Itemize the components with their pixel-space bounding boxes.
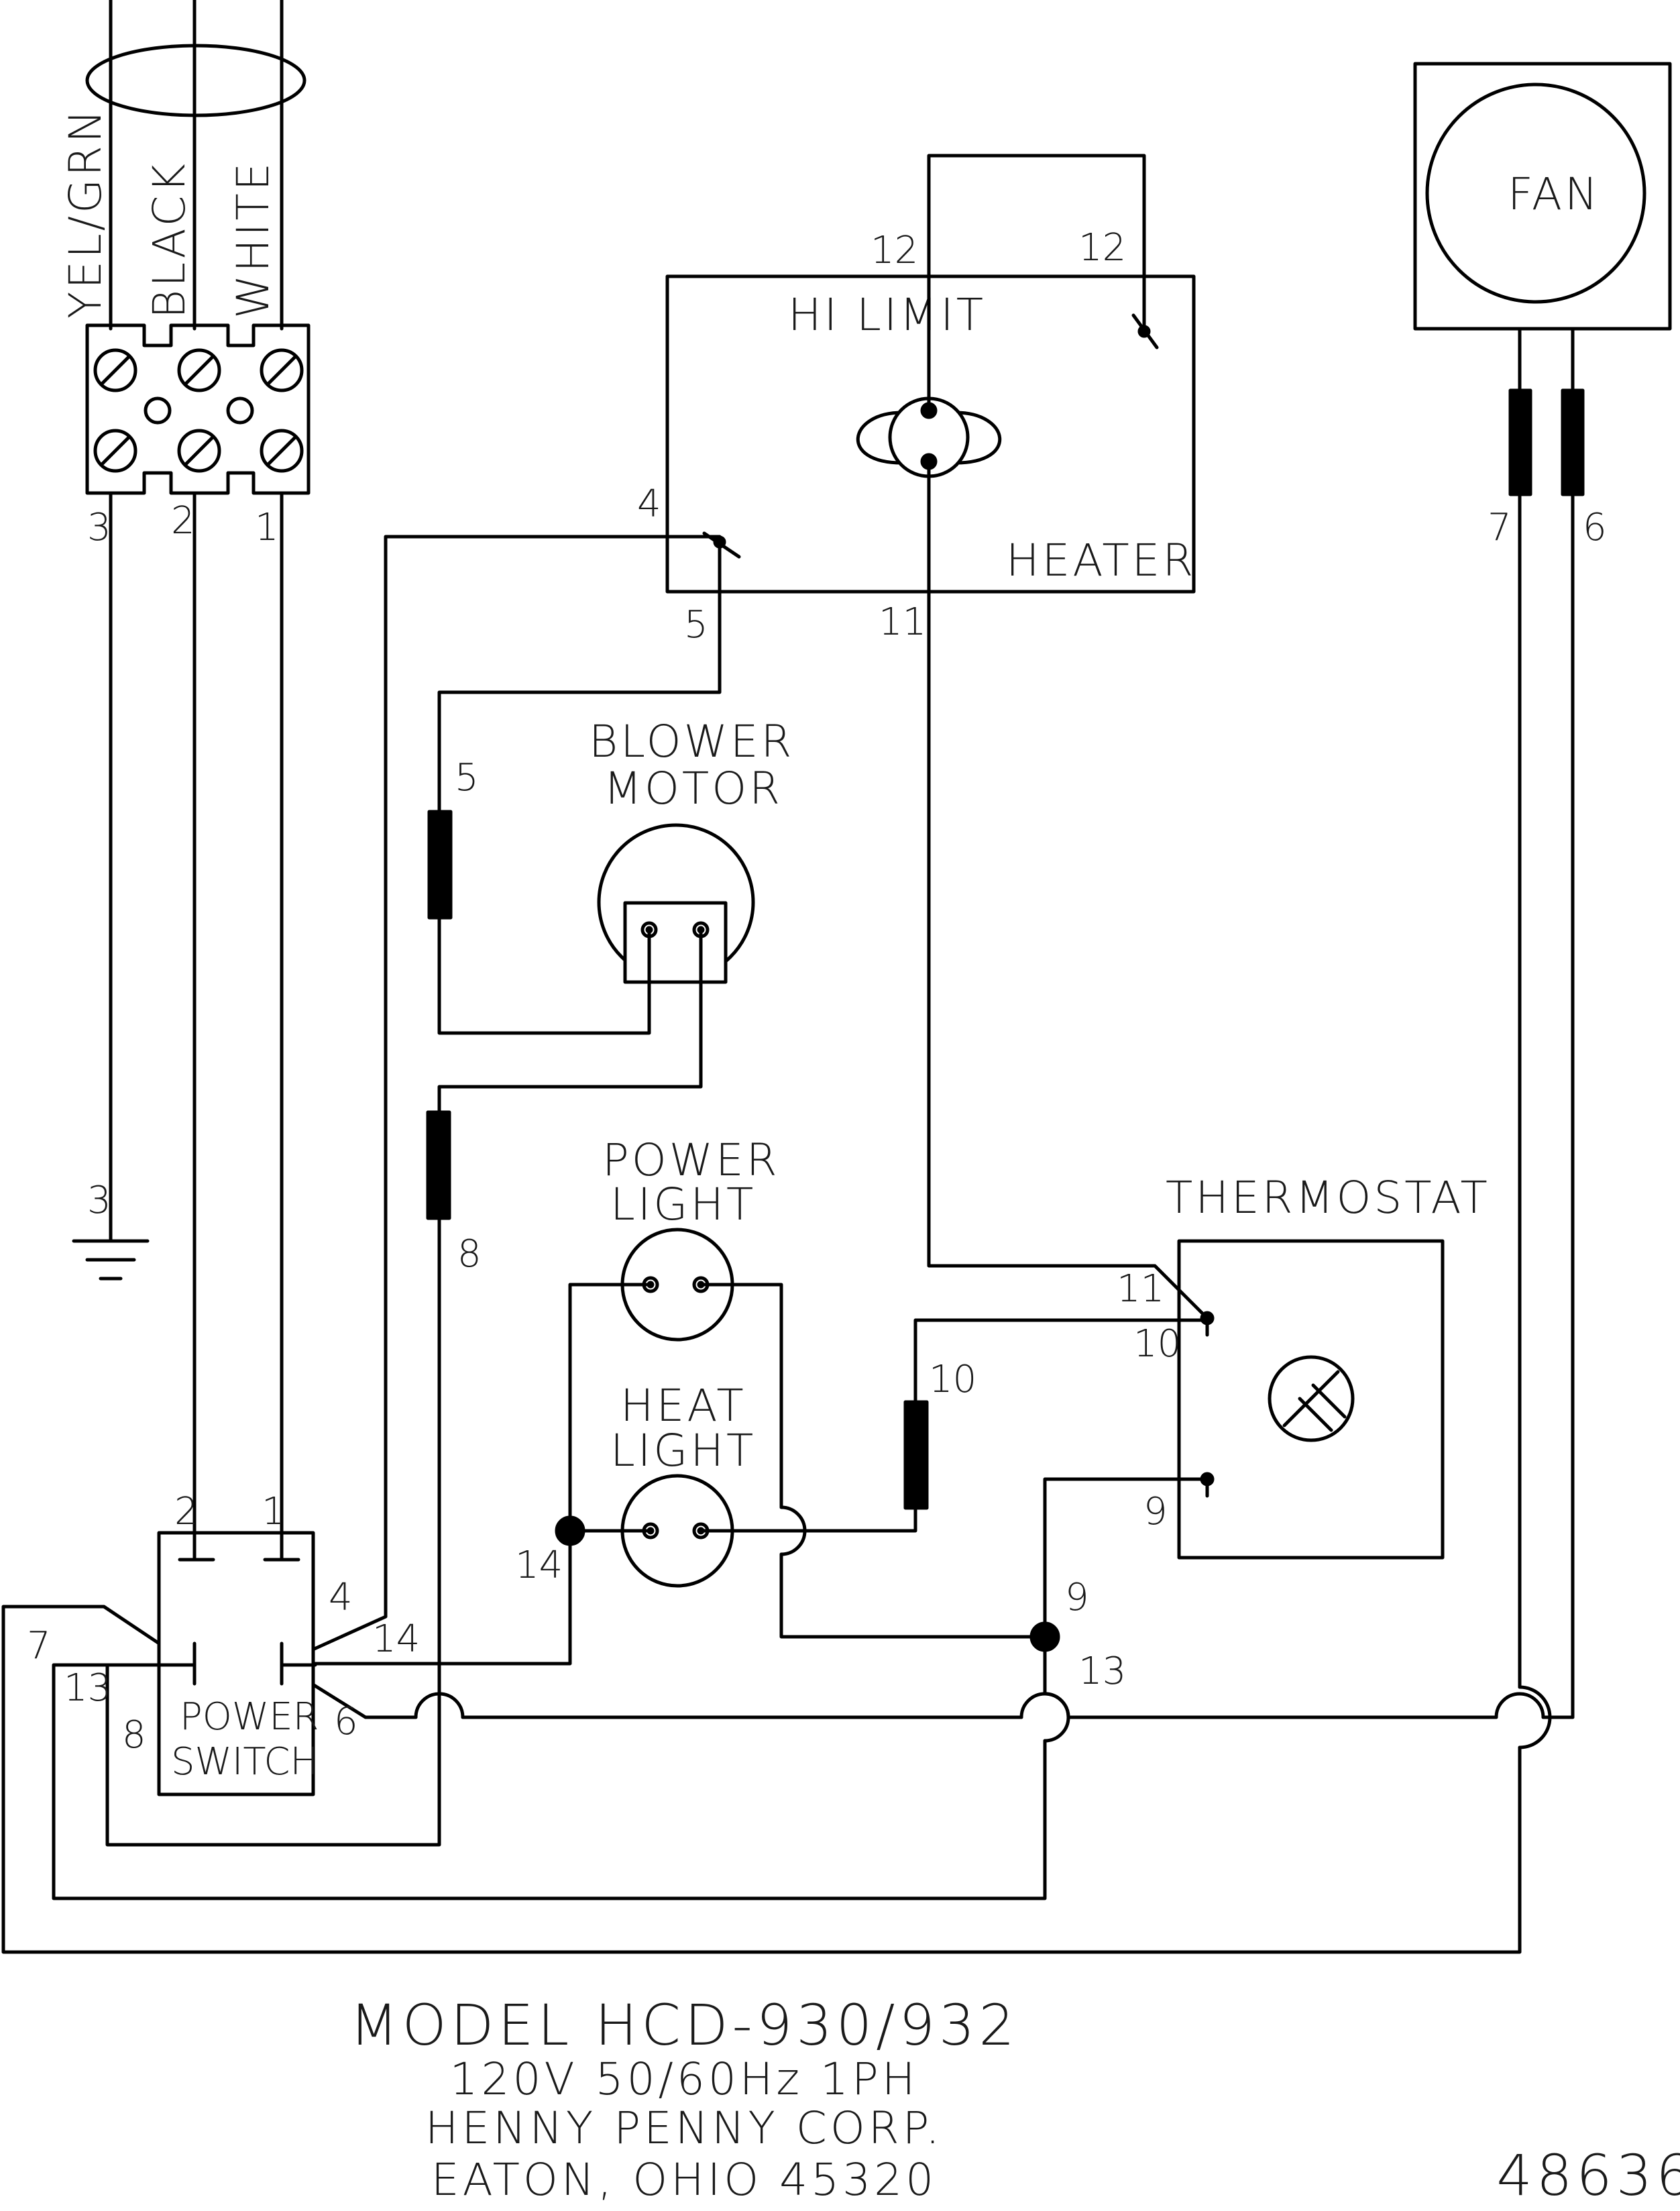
power-switch-label-line1: POWER [180,1695,319,1739]
thermostat-term-11: 11 [1117,1267,1164,1311]
heat-light-label-line1: HEAT [620,1380,746,1432]
blower-wire-8: 8 [457,1232,482,1276]
wire-label-black: BLACK [144,161,195,319]
terminal-number-1: 1 [255,506,279,549]
fan-motor [1425,83,1646,304]
model-title: MODEL HCD-930/932 [349,1992,1019,2058]
blower-wire-5: 5 [455,756,479,800]
terminal-number-2: 2 [171,499,195,543]
power-switch-term-6: 6 [334,1700,358,1743]
thermostat-term-10: 10 [1133,1322,1181,1366]
power-cord: YEL/GRN BLACK WHITE [60,0,306,331]
power-switch-term-4: 4 [329,1576,353,1619]
thermostat-wire-10: 10 [929,1358,976,1401]
company-address: EATON, OHIO 45320 [431,2154,937,2206]
part-number: 48636 [1496,2143,1680,2208]
terminal-block: 3 2 1 [85,323,311,549]
hi-limit-term-12a: 12 [871,229,918,272]
wire-label-white: WHITE [227,160,279,319]
power-switch-term-1: 1 [262,1490,286,1533]
heat-light: HEAT LIGHT [610,1380,756,1588]
company-name: HENNY PENNY CORP. [425,2102,943,2154]
heater-term-5: 5 [684,603,708,647]
title-block: MODEL HCD-930/932 120V 50/60Hz 1PH HENNY… [349,1992,1680,2208]
blower-label-line1: BLOWER [589,716,794,767]
junction-label-13: 13 [1078,1650,1126,1693]
junction-14 [555,1515,585,1546]
thermostat-term-9: 9 [1143,1490,1168,1533]
power-light-label-line2: LIGHT [610,1179,756,1230]
heater-hi-limit-assembly: HI LIMIT HEATER 12 12 4 5 11 [637,226,1196,647]
blower-motor: BLOWER MOTOR [589,716,794,984]
power-light-label-line1: POWER [602,1134,780,1186]
heater-term-4: 4 [637,482,661,526]
power-switch-term-13: 13 [64,1666,111,1710]
thermostat: THERMOSTAT 11 10 9 [1117,1172,1490,1560]
power-switch-label-line2: SWITCH [171,1740,319,1784]
power-switch-term-14: 14 [372,1617,420,1661]
hi-limit-term-12b: 12 [1078,226,1126,270]
electrical-spec: 120V 50/60Hz 1PH [450,2053,919,2105]
fan-wire-6: 6 [1583,506,1607,549]
hi-limit-label: HI LIMIT [788,289,986,341]
ground-wire-number: 3 [87,1179,111,1222]
thermostat-label: THERMOSTAT [1166,1172,1490,1224]
power-switch-term-2: 2 [174,1490,199,1533]
fan: FAN 7 6 [1413,62,1672,549]
hi-limit-term-11: 11 [879,600,926,644]
junction-label-9: 9 [1065,1576,1089,1619]
power-switch-term-8: 8 [122,1713,146,1757]
fan-label: FAN [1508,168,1600,220]
wire-label-yel-grn: YEL/GRN [60,107,111,319]
power-switch-term-7: 7 [27,1624,51,1668]
blower-label-line2: MOTOR [604,763,783,814]
power-switch[interactable]: POWER SWITCH 2 1 4 14 7 13 8 6 [27,1490,420,1796]
ground-symbol: 3 [72,1179,150,1281]
cord-sheath [85,44,306,117]
heat-light-label-line2: LIGHT [610,1425,756,1476]
fan-wire-7: 7 [1488,506,1512,549]
power-light: POWER LIGHT [602,1134,780,1342]
terminal-number-3: 3 [87,506,111,549]
junction-label-14: 14 [515,1544,563,1587]
heater-label: HEATER [1006,535,1196,586]
